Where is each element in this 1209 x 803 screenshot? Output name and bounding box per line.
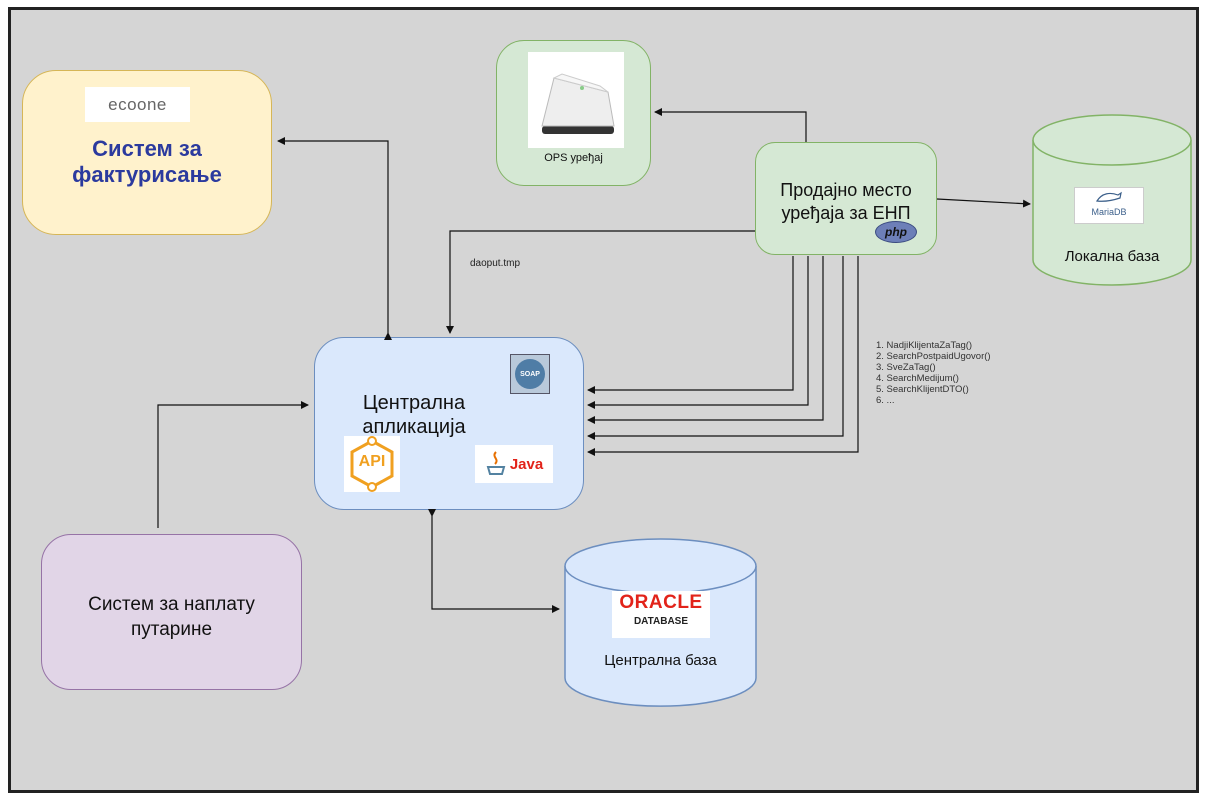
edge-central-db: [428, 509, 560, 613]
local-db-cylinder[interactable]: [1032, 114, 1192, 288]
edge-call-2: [587, 256, 809, 409]
edge-sales-ops: [654, 108, 807, 142]
soap-badge: SOAP: [510, 354, 550, 394]
edge-call-1: [587, 256, 794, 394]
terminal-device-icon: [541, 73, 615, 134]
api-badge: API: [344, 436, 400, 492]
method-call-item: 3. SveZaTag(): [876, 362, 936, 373]
java-badge: Java: [475, 445, 553, 483]
central-db-label: Централна база: [604, 652, 717, 669]
java-cup-icon: [486, 451, 506, 475]
api-icon: [350, 436, 394, 492]
php-badge: php: [875, 221, 917, 243]
billing-title: Систем за фактурисање: [72, 136, 222, 187]
mariadb-logo: MariaDB: [1074, 187, 1144, 224]
seal-icon: [1095, 191, 1122, 202]
edge-daoput: [446, 230, 755, 334]
method-call-item: 4. SearchMedijum(): [876, 373, 959, 384]
sales-point-title: Продајно место уређаја за ЕНП: [780, 180, 912, 223]
local-db-label: Локална база: [1064, 248, 1160, 265]
ops-device-label: OPS уређај: [544, 152, 603, 164]
daoput-label: daoput.tmp: [470, 258, 521, 269]
ecoone-logo: ecoone: [85, 87, 190, 122]
edge-billing-central: [277, 137, 392, 340]
method-call-item: 1. NadjiKlijentaZaTag(): [876, 340, 973, 351]
edge-call-5: [587, 256, 859, 456]
ops-device-image: [528, 52, 624, 148]
edge-sales-localdb: [936, 198, 1031, 208]
toll-system-title: Систем за наплату путарине: [88, 594, 255, 640]
oracle-logo: ORACLE DATABASE: [612, 591, 710, 638]
method-call-item: 2. SearchPostpaidUgovor(): [876, 351, 991, 362]
method-call-list: 1. NadjiKlijentaZaTag() 2. SearchPostpai…: [876, 340, 991, 406]
edge-call-4: [587, 256, 844, 440]
edge-call-3: [587, 256, 824, 424]
method-call-item: 6. ...: [876, 395, 895, 406]
central-app-title: Централна апликација: [362, 392, 466, 438]
toll-system-node[interactable]: [41, 534, 302, 690]
method-call-item: 5. SearchKlijentDTO(): [876, 384, 969, 395]
edge-toll-central: [157, 401, 309, 528]
